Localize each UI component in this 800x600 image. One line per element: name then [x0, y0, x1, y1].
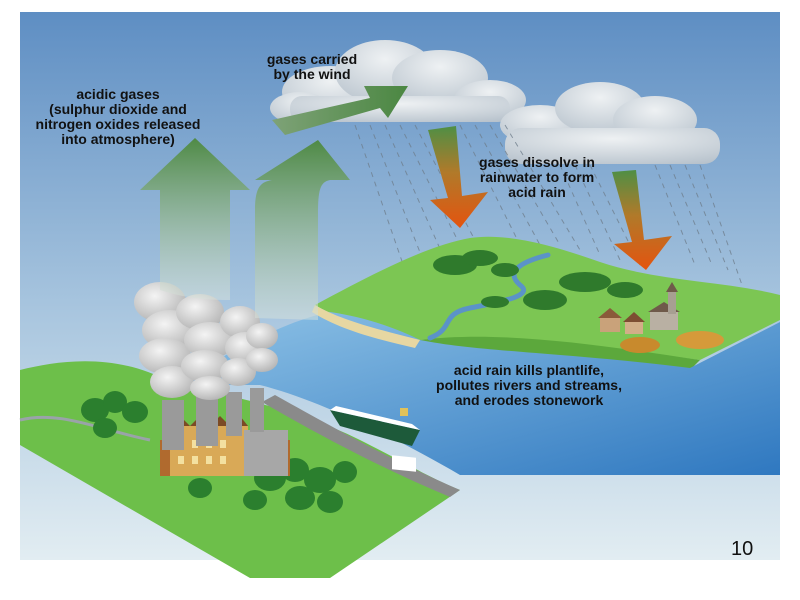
rain-streaks [354, 124, 743, 286]
river-water [175, 312, 780, 475]
label-gases-dissolve: gases dissolve in rainwater to form acid… [479, 154, 595, 200]
wind-arrow [272, 86, 408, 135]
smoke-plumes [134, 282, 278, 400]
label-acid-rain-effects: acid rain kills plantlife, pollutes rive… [436, 362, 622, 408]
rising-gas-arrow-right [255, 140, 350, 320]
road [262, 395, 460, 497]
page-number: 10 [731, 538, 754, 560]
shoreline [312, 305, 420, 348]
forest-near [81, 391, 357, 513]
village [598, 282, 724, 353]
label-acidic-gases: acidic gases (sulphur dioxide and nitrog… [35, 86, 201, 147]
acid-rain-arrow-right [612, 170, 672, 270]
label-gases-carried: gases carried by the wind [266, 51, 358, 82]
cargo-ship [330, 406, 420, 472]
chimneys [162, 388, 264, 450]
cloud-right [500, 82, 720, 164]
path [19, 415, 151, 442]
acid-rain-arrow-left [428, 126, 488, 228]
rising-gas-arrow-left [140, 138, 250, 300]
forest-far [433, 250, 643, 310]
